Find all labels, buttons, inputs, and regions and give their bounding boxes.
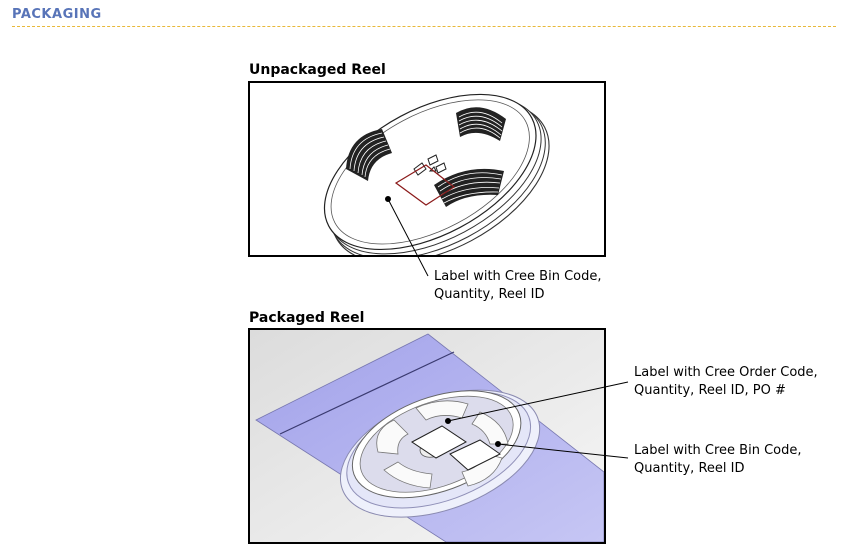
section-title: PACKAGING [12, 7, 102, 22]
tape-window-left [346, 129, 392, 181]
reel-label-outline [394, 164, 456, 206]
packaged-bin-code-callout: Label with Cree Bin Code, Quantity, Reel… [634, 442, 802, 478]
section-header: PACKAGING [12, 4, 836, 27]
unpackaged-bin-code-callout: Label with Cree Bin Code, Quantity, Reel… [434, 268, 602, 304]
unpackaged-reel-title: Unpackaged Reel [249, 62, 386, 78]
bag-seal-line [279, 351, 455, 435]
tape-window-top [456, 107, 506, 141]
callout-line-1: Label with Cree Bin Code, [434, 269, 602, 284]
packaged-reel-figure [248, 328, 606, 544]
unpackaged-reel-figure [248, 81, 606, 257]
callout-line-2: Quantity, Reel ID [434, 287, 545, 302]
packaged-reel-drawing [250, 330, 604, 542]
callout-line-1: Label with Cree Order Code, [634, 365, 818, 380]
order-code-label [411, 425, 467, 459]
callout-line-2: Quantity, Reel ID [634, 461, 745, 476]
packaged-reel-title: Packaged Reel [249, 310, 365, 326]
callout-line-2: Quantity, Reel ID, PO # [634, 383, 786, 398]
callout-line-1: Label with Cree Bin Code, [634, 443, 802, 458]
unpackaged-reel-drawing [323, 93, 550, 255]
packaged-order-code-callout: Label with Cree Order Code, Quantity, Re… [634, 364, 818, 400]
tape-window-right [434, 168, 504, 207]
